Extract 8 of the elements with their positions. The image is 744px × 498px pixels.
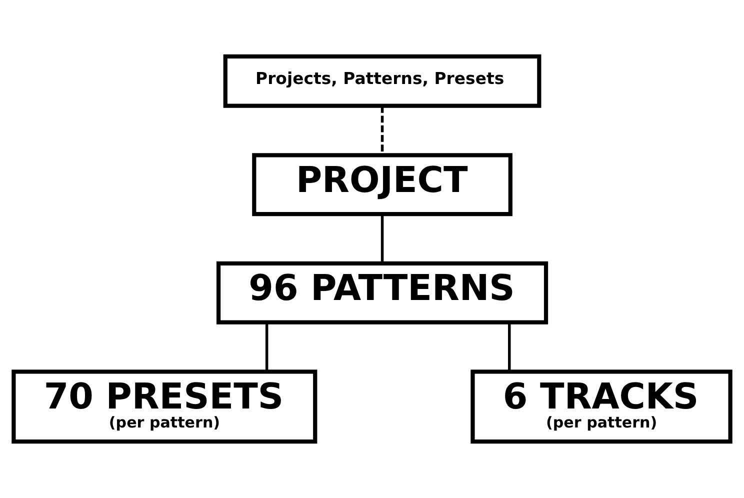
node-box: 6 TRACKS (per pattern) [470, 370, 732, 444]
connector [380, 214, 384, 264]
connector [265, 322, 268, 372]
node-box: Projects, Patterns, Presets [223, 54, 542, 108]
node-box: 70 PRESETS (per pattern) [12, 370, 318, 444]
node-box: PROJECT [252, 153, 512, 216]
node-box: 96 PATTERNS [216, 261, 548, 324]
connector [508, 322, 511, 372]
